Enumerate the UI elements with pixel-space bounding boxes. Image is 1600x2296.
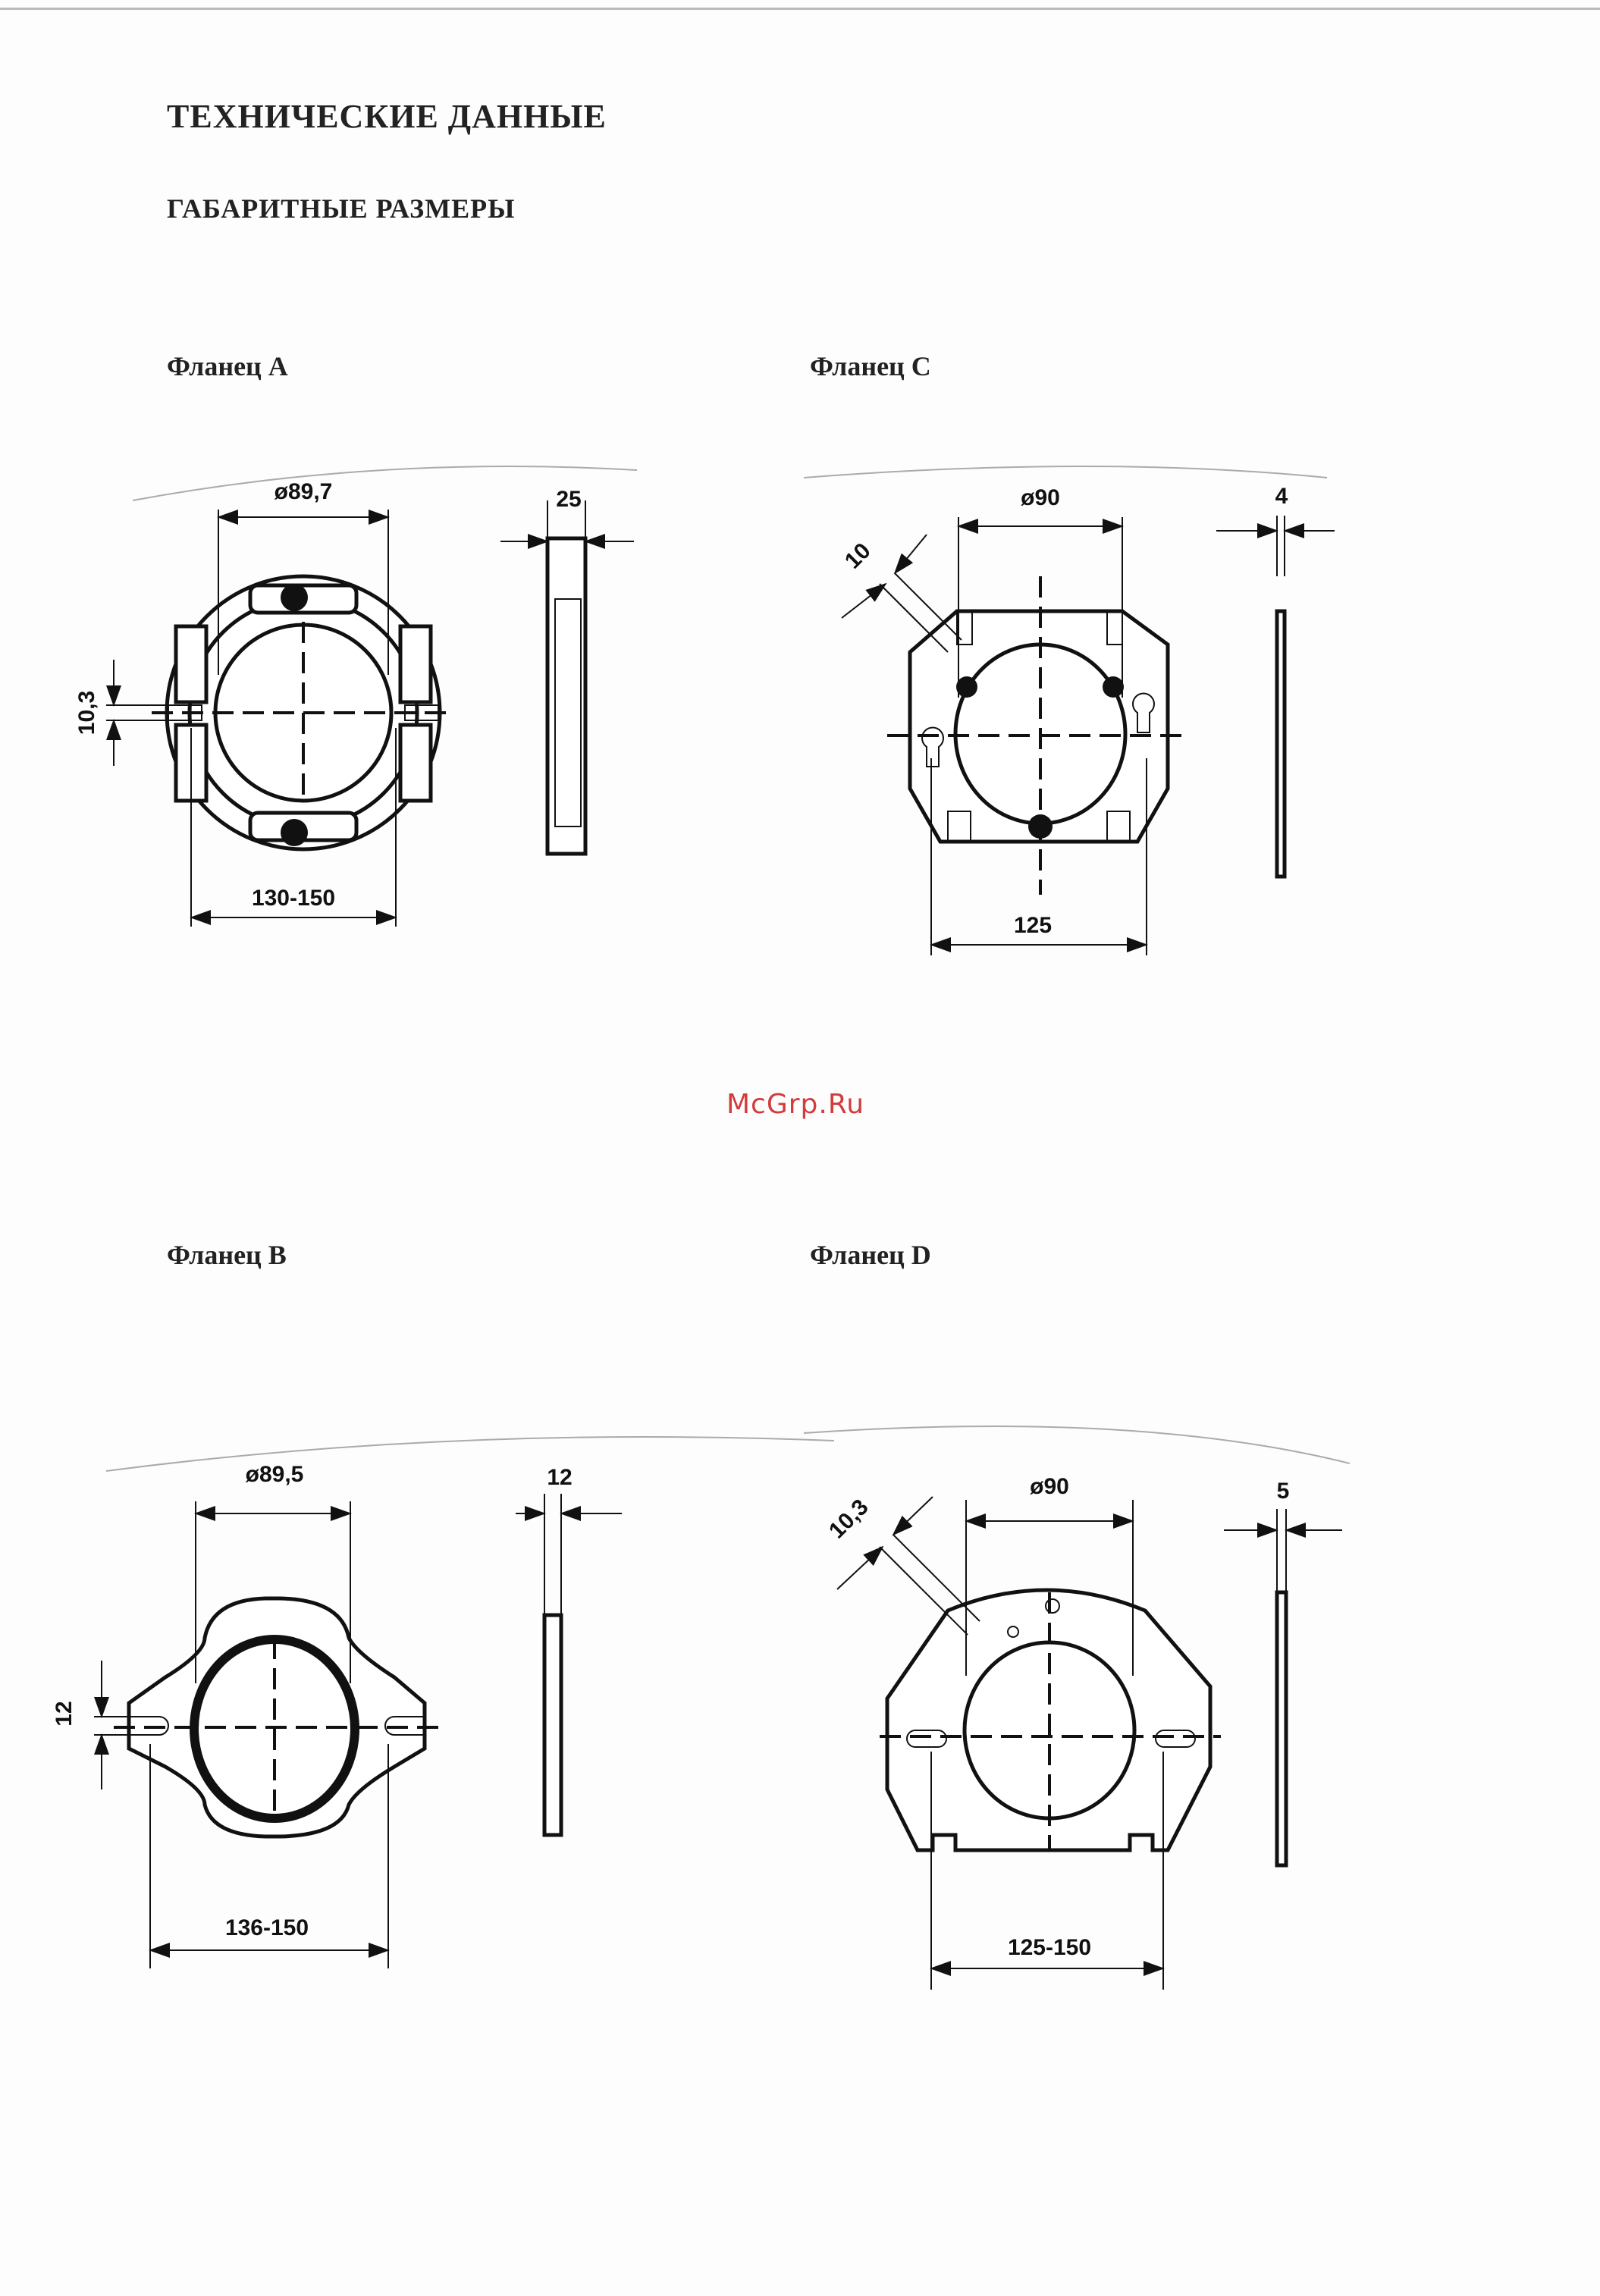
flange-d-width: 125-150 — [1008, 1935, 1091, 1960]
flange-c-diameter: ø90 — [1021, 485, 1060, 510]
flange-a-diameter: ø89,7 — [275, 479, 333, 504]
flange-c-width: 125 — [1014, 913, 1052, 938]
flange-d-slot: 10,3 — [824, 1495, 874, 1544]
flange-b-drawing: ø89,5 136-150 12 12 — [52, 1437, 834, 1968]
flange-c-drawing: ø90 125 10 4 — [804, 466, 1335, 955]
flange-d-diameter: ø90 — [1030, 1474, 1069, 1499]
flange-a-drawing: ø89,7 130-150 10,3 25 — [74, 466, 637, 927]
flange-a-thickness: 25 — [556, 487, 581, 512]
flange-b-diameter: ø89,5 — [246, 1462, 304, 1487]
flange-d-drawing: ø90 125-150 10,3 5 — [804, 1426, 1350, 1990]
flange-d-thickness: 5 — [1277, 1479, 1290, 1504]
flange-c-slot: 10 — [840, 538, 876, 574]
flange-b-width: 136-150 — [225, 1915, 309, 1940]
flange-b-thickness: 12 — [547, 1465, 572, 1490]
flange-a-width: 130-150 — [252, 886, 335, 911]
flange-c-thickness: 4 — [1275, 484, 1288, 509]
flange-b-slot: 12 — [52, 1701, 77, 1726]
flange-a-slot: 10,3 — [74, 691, 99, 735]
